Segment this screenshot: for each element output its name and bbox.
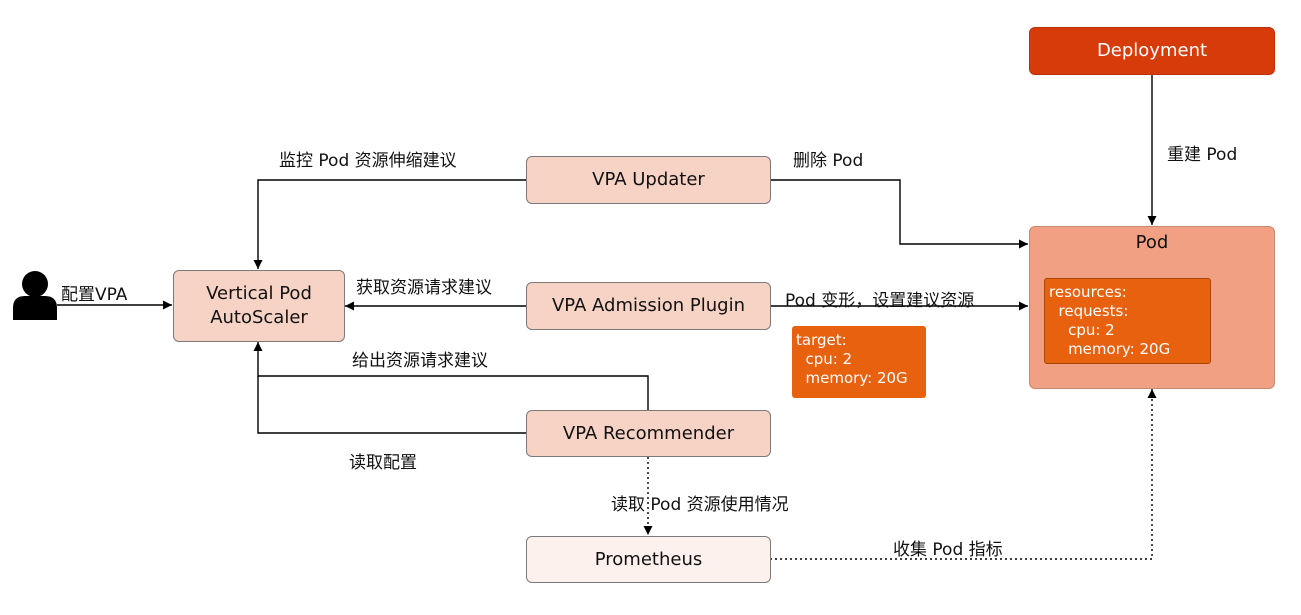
label-get-recommendation: 获取资源请求建议 — [356, 278, 492, 298]
label-read-pod-usage: 读取 Pod 资源使用情况 — [611, 495, 789, 515]
arrow-updater-to-vpa — [253, 179, 526, 269]
vpa-recommender-label: VPA Recommender — [562, 422, 735, 444]
user-icon — [13, 271, 57, 320]
arrow-updater-to-pod — [770, 179, 1028, 249]
arrow-prometheus-to-pod — [770, 389, 1157, 560]
prometheus-node[interactable]: Prometheus — [526, 536, 771, 583]
line-recommender-read-config — [257, 376, 526, 434]
label-config-vpa: 配置VPA — [61, 285, 128, 305]
vpa-recommender-node[interactable]: VPA Recommender — [526, 410, 771, 457]
vpa-main-label-line1: Vertical Pod — [206, 283, 312, 304]
vpa-admission-label: VPA Admission Plugin — [551, 295, 745, 316]
vpa-main-label-line2: AutoScaler — [210, 307, 308, 328]
label-pod-mutate: Pod 变形，设置建议资源 — [785, 291, 975, 311]
vpa-admission-node[interactable]: VPA Admission Plugin — [526, 282, 771, 330]
label-give-recommendation: 给出资源请求建议 — [352, 351, 488, 371]
pod-label: Pod — [1135, 232, 1169, 253]
label-delete-pod: 删除 Pod — [793, 151, 864, 171]
vertical-pod-autoscaler-node[interactable]: Vertical Pod AutoScaler — [173, 270, 345, 342]
prometheus-label: Prometheus — [594, 548, 703, 570]
arrow-recommender-to-vpa — [253, 342, 649, 410]
vpa-updater-label: VPA Updater — [592, 169, 705, 190]
target-block: target: cpu: 2 memory: 20G — [792, 326, 926, 398]
label-rebuild-pod: 重建 Pod — [1167, 145, 1238, 165]
label-collect-metrics: 收集 Pod 指标 — [893, 540, 1003, 560]
deployment-label: Deployment — [1096, 40, 1208, 61]
label-monitor-pod: 监控 Pod 资源伸缩建议 — [279, 151, 457, 171]
label-read-config: 读取配置 — [349, 453, 417, 473]
vpa-updater-node[interactable]: VPA Updater — [526, 156, 771, 204]
pod-resources-block: resources: requests: cpu: 2 memory: 20G — [1044, 278, 1211, 364]
deployment-node[interactable]: Deployment — [1029, 27, 1275, 75]
